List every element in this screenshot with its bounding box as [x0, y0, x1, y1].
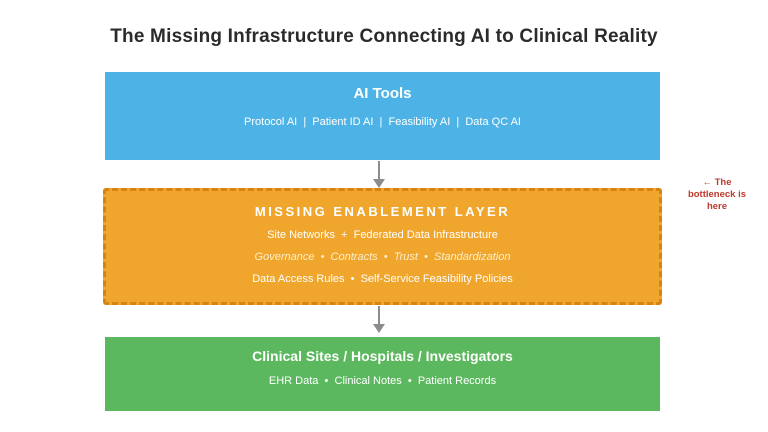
ai-tools-title: AI Tools	[353, 85, 412, 102]
clinical-sites-subtitle: EHR Data • Clinical Notes • Patient Reco…	[268, 375, 497, 387]
clinical-sites-box: Clinical Sites / Hospitals / Investigato…	[105, 337, 660, 411]
page-title: The Missing Infrastructure Connecting AI…	[110, 26, 658, 47]
enablement-line-networks: Site Networks + Federated Data Infrastru…	[267, 229, 498, 241]
enablement-line-access-rules: Data Access Rules • Self-Service Feasibi…	[252, 273, 513, 285]
enablement-layer-title: MISSING ENABLEMENT LAYER	[254, 204, 511, 219]
ai-tools-box: AI Tools Protocol AI | Patient ID AI | F…	[105, 72, 660, 160]
enablement-line-governance: Governance • Contracts • Trust • Standar…	[254, 251, 511, 263]
down-arrow-icon	[371, 306, 387, 333]
ai-tools-subtitle: Protocol AI | Patient ID AI | Feasibilit…	[244, 116, 521, 128]
clinical-sites-title: Clinical Sites / Hospitals / Investigato…	[252, 348, 513, 364]
bottleneck-annotation: ← The bottleneck is here	[687, 177, 747, 212]
enablement-layer-box: MISSING ENABLEMENT LAYER Site Networks +…	[103, 188, 662, 305]
down-arrow-icon	[371, 161, 387, 188]
